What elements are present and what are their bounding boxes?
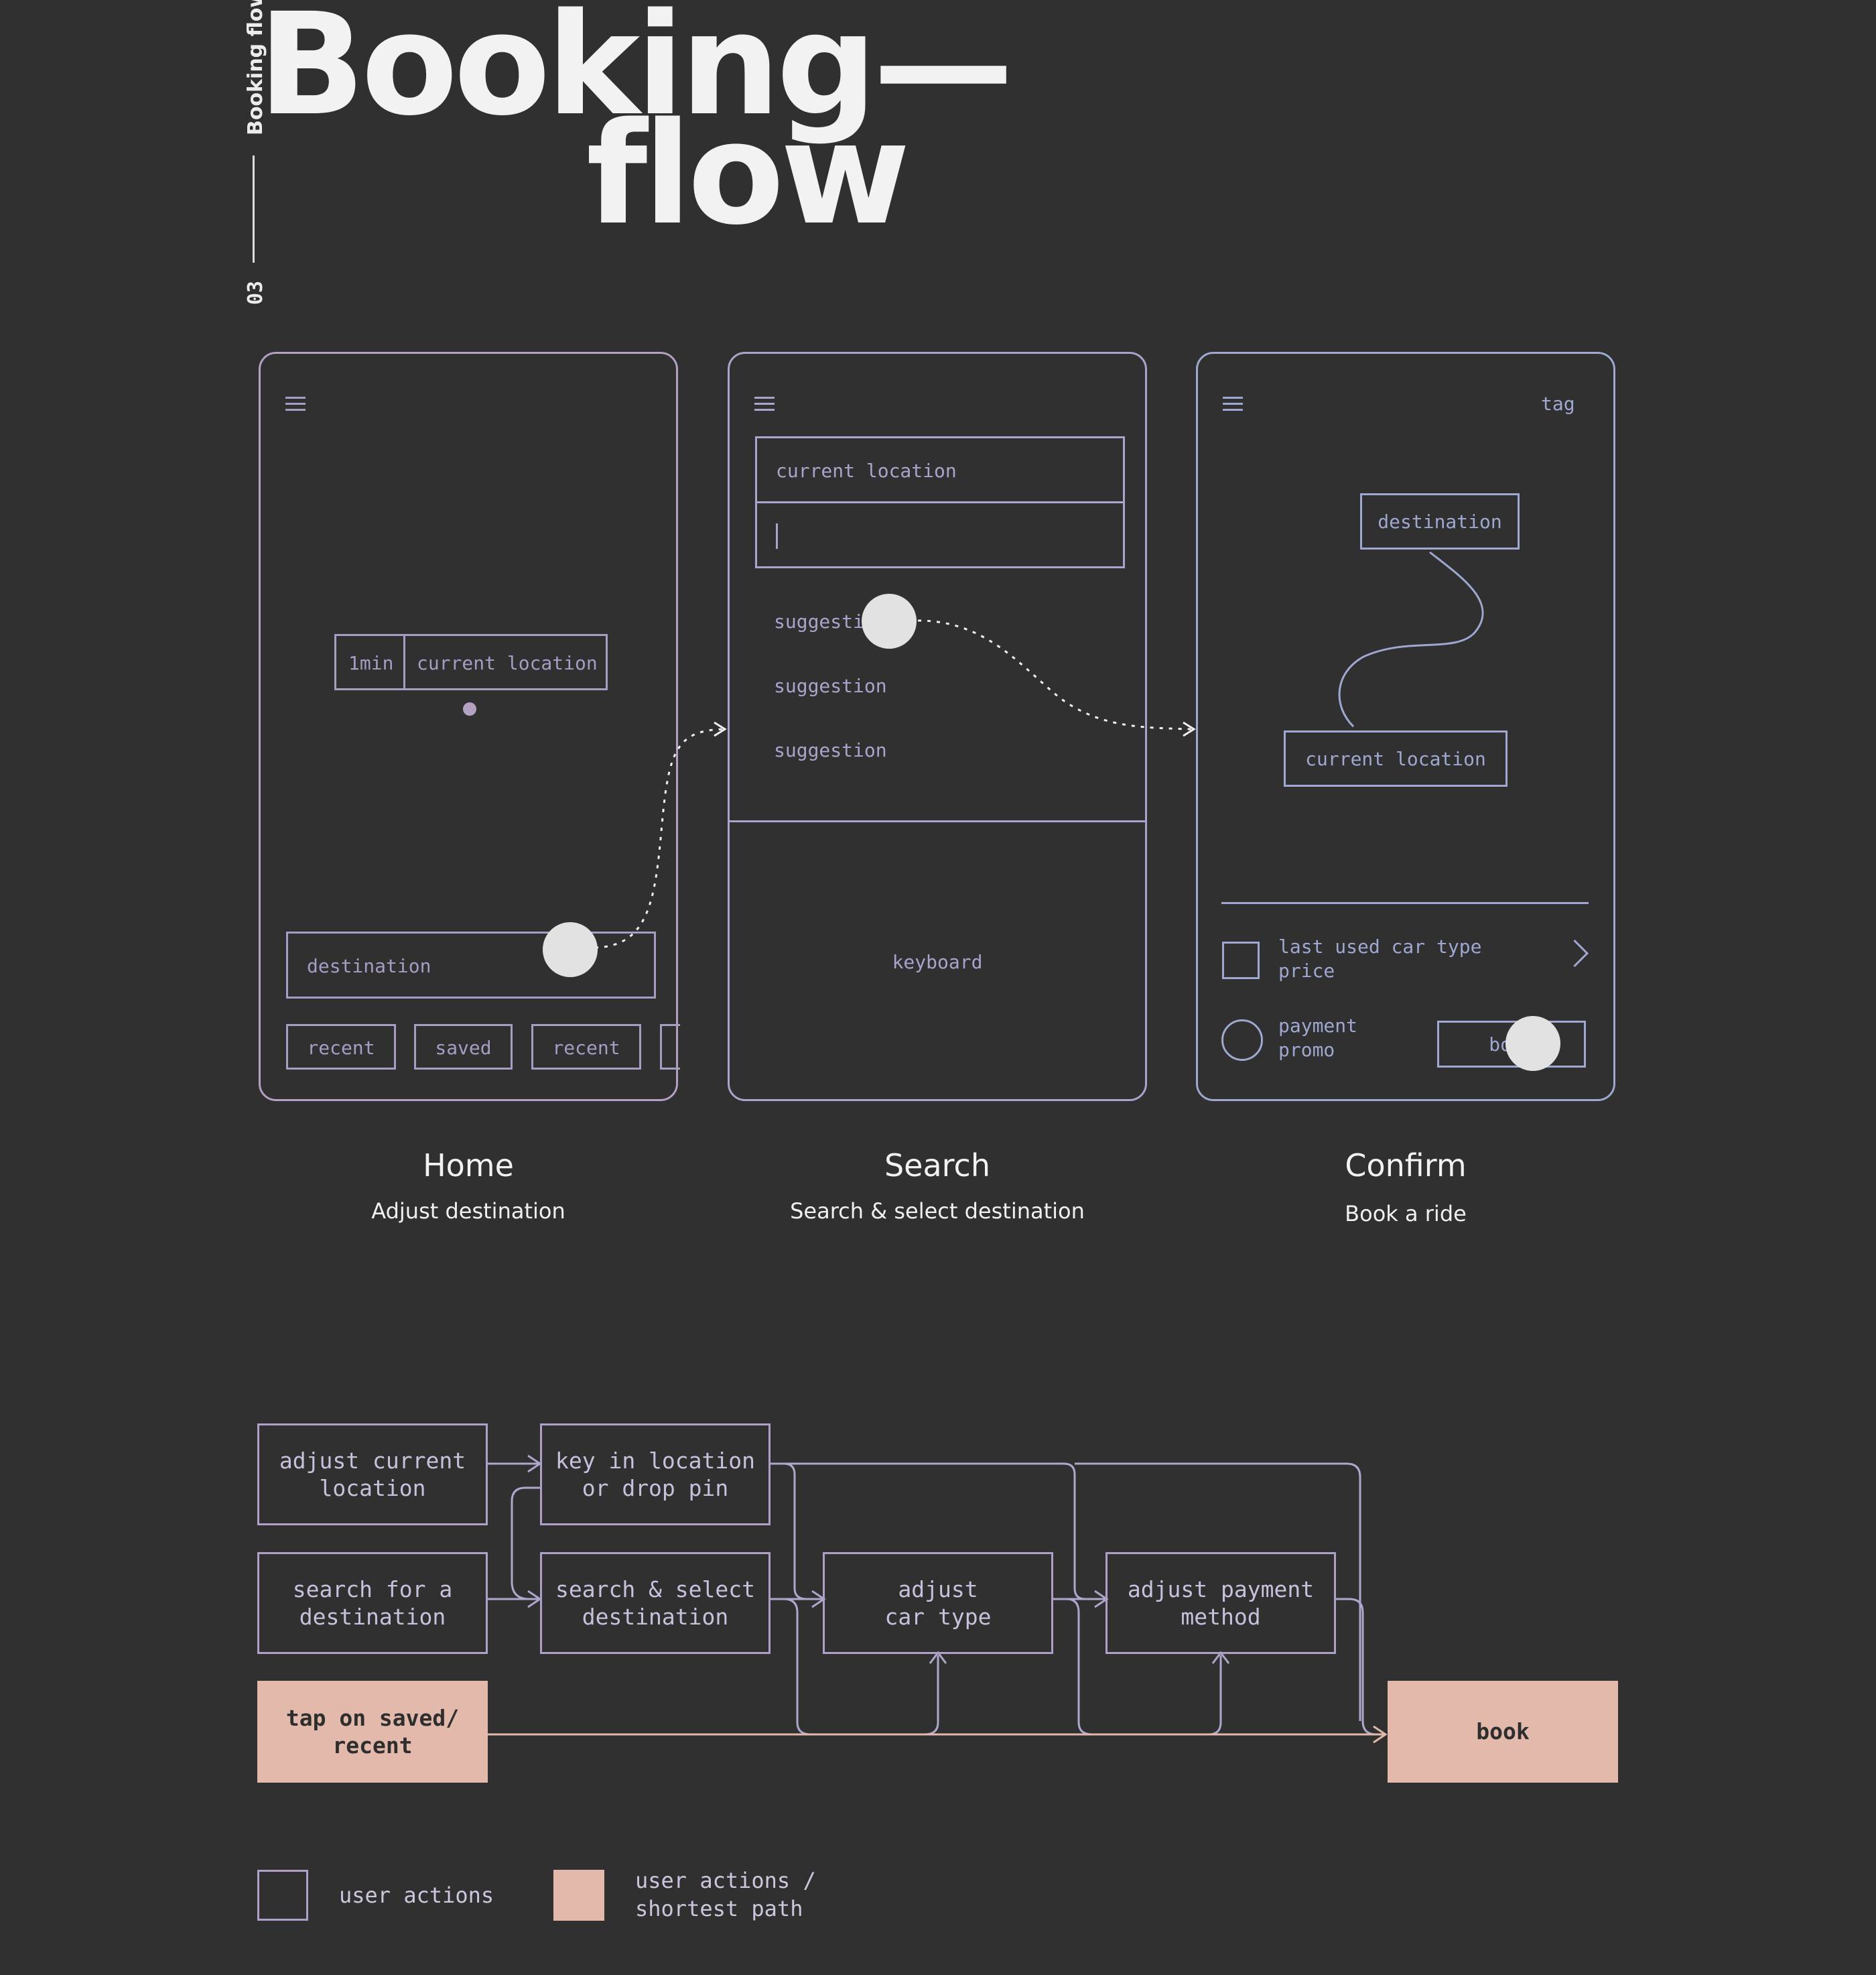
tag-label[interactable]: tag: [1541, 393, 1575, 415]
menu-icon[interactable]: [754, 397, 775, 411]
flow-node-adjust-location: adjust current location: [257, 1423, 488, 1525]
flow-arrow-home-to-search: [594, 728, 724, 949]
eta-label: 1min: [348, 652, 394, 674]
promo-label[interactable]: promo: [1278, 1039, 1335, 1061]
menu-icon[interactable]: [285, 397, 306, 411]
flow-node-search-destination: search for a destination: [257, 1552, 488, 1654]
side-label-divider: [253, 155, 255, 263]
current-location-label: current location: [417, 652, 598, 674]
arrowhead-icon: [714, 721, 727, 737]
flow-node-adjust-car: adjust car type: [823, 1552, 1053, 1654]
touch-point: [862, 594, 917, 649]
text-cursor: [776, 523, 778, 549]
chip-recent[interactable]: recent: [286, 1024, 396, 1070]
destination-marker: destination: [1360, 493, 1520, 550]
caption-search-subtitle: Search & select destination: [790, 1198, 1085, 1224]
route-line: [1338, 551, 1484, 728]
caption-confirm-title: Confirm: [1345, 1147, 1467, 1184]
price-label: price: [1278, 960, 1335, 982]
legend-filled-label: user actions / shortest path: [635, 1868, 816, 1921]
suggestion-item[interactable]: suggestion: [774, 739, 887, 761]
page-title-line2: flow: [586, 92, 911, 256]
caption-confirm-subtitle: Book a ride: [1345, 1201, 1467, 1226]
chip-recent-2[interactable]: recent: [531, 1024, 641, 1070]
legend-filled-swatch: [553, 1870, 604, 1921]
chip-overflow[interactable]: [660, 1024, 680, 1070]
caption-search-title: Search: [884, 1147, 991, 1184]
destination-label: destination: [307, 955, 431, 977]
location-pill[interactable]: 1min current location: [334, 634, 608, 690]
menu-icon[interactable]: [1223, 397, 1243, 411]
caption-home-subtitle: Adjust destination: [371, 1198, 565, 1224]
flow-node-search-select: search & select destination: [540, 1552, 770, 1654]
caption-home-title: Home: [423, 1147, 514, 1184]
car-type-label[interactable]: last used car type: [1278, 936, 1482, 958]
keyboard-divider: [730, 820, 1145, 822]
current-location-label: current location: [776, 460, 957, 482]
flow-node-tap-saved: tap on saved/ recent: [257, 1681, 488, 1783]
home-screen: 1min current location destination recent…: [259, 352, 680, 1101]
touch-point: [1505, 1016, 1560, 1071]
flow-node-key-in: key in location or drop pin: [540, 1423, 770, 1525]
location-pin-icon: [463, 702, 476, 716]
flow-node-adjust-payment: adjust payment method: [1106, 1552, 1336, 1654]
chip-saved[interactable]: saved: [414, 1024, 513, 1070]
current-location-marker: current location: [1284, 730, 1508, 787]
payment-label[interactable]: payment: [1278, 1015, 1358, 1037]
touch-point: [543, 922, 598, 977]
side-label: Booking flow 03: [114, 0, 267, 315]
payment-icon: [1221, 1019, 1263, 1061]
legend-outline-swatch: [257, 1870, 308, 1921]
suggestion-item[interactable]: suggestion: [774, 675, 887, 697]
panel-divider: [1221, 902, 1589, 904]
flow-node-book: book: [1388, 1681, 1618, 1783]
flow-arrow-search-to-confirm: [917, 619, 1193, 730]
arrowhead-icon: [1183, 721, 1196, 737]
confirm-screen: tag destination current location last us…: [1196, 352, 1615, 1101]
destination-field[interactable]: destination: [286, 932, 656, 999]
keyboard-label[interactable]: keyboard: [892, 951, 983, 973]
car-icon: [1222, 942, 1260, 979]
destination-input[interactable]: [755, 501, 1125, 568]
page-title-line1: Booking—: [258, 0, 1014, 147]
legend-outline-label: user actions: [339, 1883, 494, 1908]
